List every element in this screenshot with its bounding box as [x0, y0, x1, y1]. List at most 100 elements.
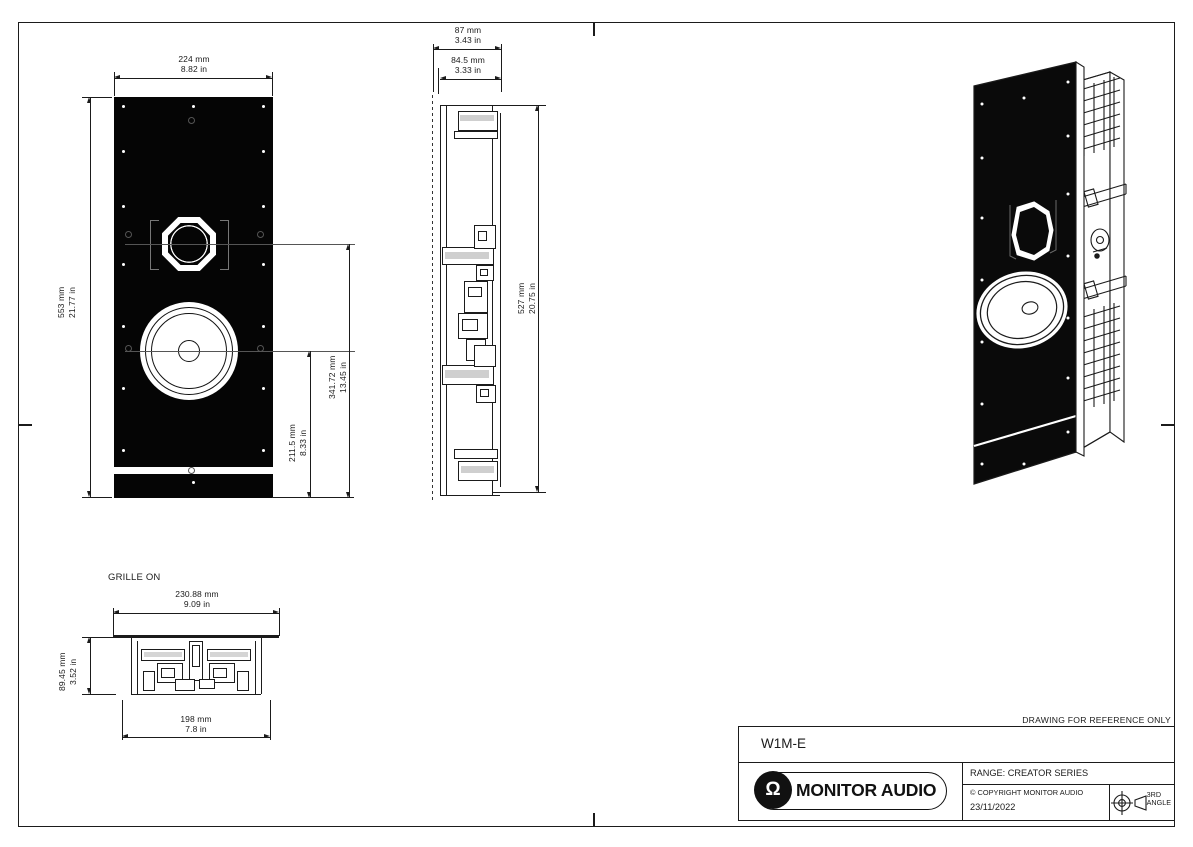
section-line [131, 694, 261, 695]
ext-line [113, 608, 114, 636]
model-number: W1M-E [761, 736, 806, 751]
section-part [199, 679, 215, 689]
arrow-head [87, 637, 92, 643]
section-hatch [144, 652, 182, 657]
section-line [492, 105, 493, 495]
dim-woofer-height-in: 8.33 in [298, 429, 308, 457]
dim-grille-width-mm: 230.88 mm [175, 589, 219, 599]
screw-hole [122, 387, 125, 390]
dim-grille-height-in: 3.52 in [68, 658, 78, 686]
section-hatch [445, 252, 489, 259]
arrow-head [87, 688, 92, 694]
iso-tweeter [1009, 200, 1057, 261]
arrow-head [87, 491, 92, 497]
arrow-head [535, 105, 540, 111]
side-section-view [428, 95, 533, 503]
arrow-head [264, 734, 270, 739]
arrow-head [440, 76, 446, 81]
dim-front-width-mm: 224 mm [178, 54, 210, 64]
side-body-section [440, 105, 506, 496]
screw-hole [122, 105, 125, 108]
ext-line [492, 105, 546, 106]
reference-note: DRAWING FOR REFERENCE ONLY [1022, 715, 1171, 725]
drawing-date: 23/11/2022 [970, 802, 1016, 812]
ext-line [279, 608, 280, 636]
vent-hole [188, 467, 195, 474]
ext-line [272, 497, 354, 498]
ext-line [501, 44, 502, 92]
section-part [462, 319, 478, 331]
dim-side-inner-mm: 84.5 mm [451, 55, 485, 65]
dim-line-grille-height [90, 637, 91, 694]
center-tick-left [18, 424, 32, 426]
arrow-head [266, 75, 272, 80]
dim-line-side-depth [433, 49, 501, 50]
section-hatch [461, 466, 494, 473]
ext-line [82, 497, 112, 498]
range-row: RANGE: CREATOR SERIES [963, 763, 1174, 785]
woofer-center-leader [125, 351, 355, 352]
dim-grille-width-in: 9.09 in [183, 599, 211, 609]
ext-line [438, 68, 439, 94]
section-line [131, 638, 132, 694]
projection-label: 3RD ANGLE [1147, 790, 1171, 808]
section-part [192, 645, 200, 667]
screw-hole [122, 150, 125, 153]
arrow-head [273, 610, 279, 615]
isometric-view [960, 60, 1145, 490]
section-part [454, 449, 498, 459]
dim-tweeter-height-in: 13.45 in [338, 361, 348, 393]
grille-plate [113, 635, 279, 638]
dim-line-front-height [90, 97, 91, 497]
dim-side-inner-in: 3.33 in [454, 65, 482, 75]
section-hatch [460, 115, 494, 121]
screw-hole [122, 449, 125, 452]
section-line [440, 495, 500, 496]
brand-logo-cell: Ω MONITOR AUDIO [739, 763, 963, 820]
grille-on-section-view [113, 635, 279, 697]
dim-woofer-height-mm: 211.5 mm [287, 424, 297, 462]
screw-hole [192, 105, 195, 108]
center-tick-top [593, 22, 595, 36]
screw-hole [262, 325, 265, 328]
ext-line [82, 694, 116, 695]
front-baffle [114, 97, 273, 498]
arrow-head [307, 351, 312, 357]
third-angle-projection-icon [1111, 791, 1147, 815]
center-tick-right [1161, 424, 1175, 426]
section-part [454, 131, 498, 139]
screw-hole [262, 387, 265, 390]
brand-name: MONITOR AUDIO [796, 780, 937, 800]
tweeter-bracket-left [150, 220, 159, 270]
dim-line-front-width [114, 78, 272, 79]
section-part [237, 671, 249, 691]
section-part [468, 287, 482, 297]
section-line [255, 641, 256, 694]
dim-line-side-height [538, 105, 539, 492]
ext-line [492, 492, 546, 493]
screw-hole [262, 449, 265, 452]
section-line [137, 641, 138, 694]
brand-mark-circle [754, 771, 792, 809]
front-view [114, 97, 273, 498]
arrow-head [433, 46, 439, 51]
section-part [478, 231, 487, 241]
dim-grille-height-mm: 89.45 mm [57, 652, 67, 692]
brand-logo: Ω MONITOR AUDIO [754, 771, 947, 810]
dim-front-height-mm: 553 mm [56, 286, 66, 318]
ext-line [82, 637, 116, 638]
section-hatch [445, 370, 489, 378]
dim-tweeter-height-mm: 341.72 mm [327, 355, 337, 399]
ext-line [114, 72, 115, 96]
section-part [175, 679, 195, 691]
tweeter-bracket-right [220, 220, 229, 270]
arrow-head [346, 244, 351, 250]
dim-side-height-in: 20.75 in [527, 282, 537, 314]
dim-cutout-width-in: 7.8 in [185, 724, 207, 734]
screw-hole [262, 263, 265, 266]
section-line [261, 638, 262, 694]
dim-line-side-inner [440, 79, 501, 80]
screw-hole [262, 105, 265, 108]
section-line [440, 105, 441, 495]
arrow-head [113, 610, 119, 615]
